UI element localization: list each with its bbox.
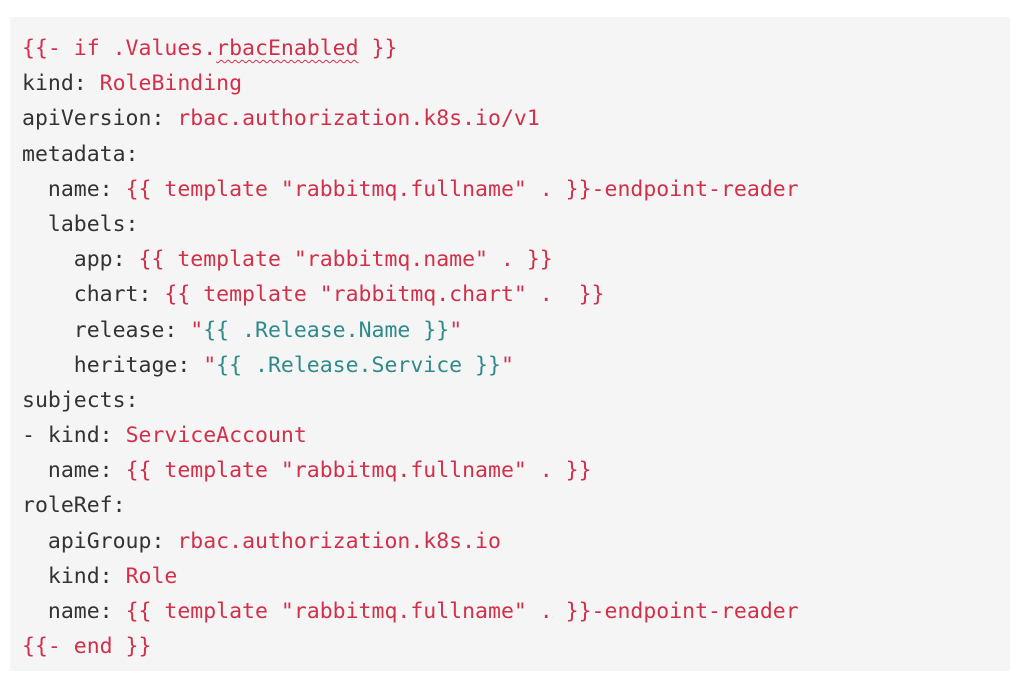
code-token: {{ template "rabbitmq.fullname" . }} xyxy=(125,458,592,484)
code-token: {{ .Release.Name }} xyxy=(203,317,450,343)
code-token: " xyxy=(500,352,514,378)
code-line: chart: {{ template "rabbitmq.chart" . }} xyxy=(22,277,1010,312)
code-line: apiGroup: rbac.authorization.k8s.io xyxy=(22,524,1010,559)
code-token: {{- if .Values. xyxy=(22,36,217,61)
code-token: name: xyxy=(22,599,126,624)
code-token: release: xyxy=(22,317,191,343)
code-token: " xyxy=(203,352,217,378)
code-token: rbac.authorization.k8s.io/v1 xyxy=(177,106,540,132)
code-token: " xyxy=(190,317,204,343)
code-token: Role xyxy=(125,563,178,589)
code-token: }} xyxy=(358,36,398,61)
code-token: heritage: xyxy=(22,352,204,378)
code-token: kind: xyxy=(22,71,100,97)
code-line: name: {{ template "rabbitmq.fullname" . … xyxy=(22,594,1010,629)
code-token: - kind: xyxy=(22,423,126,449)
code-token: app: xyxy=(22,247,139,273)
code-token: {{ template "rabbitmq.name" . }} xyxy=(138,247,553,273)
code-line: name: {{ template "rabbitmq.fullname" . … xyxy=(22,453,1010,488)
code-line: kind: Role xyxy=(22,559,1010,594)
spellcheck-flagged-token: rbacEnabled xyxy=(216,36,359,61)
code-token: {{ .Release.Service }} xyxy=(216,352,501,378)
code-token: labels: xyxy=(22,211,139,237)
code-line: release: "{{ .Release.Name }}" xyxy=(22,313,1010,348)
code-line: roleRef: xyxy=(22,488,1010,523)
code-line: subjects: xyxy=(22,383,1010,418)
code-token: rbac.authorization.k8s.io xyxy=(177,528,501,554)
code-token: metadata: xyxy=(22,141,139,167)
code-token: {{ template "rabbitmq.chart" . }} xyxy=(164,282,605,308)
code-block: {{- if .Values.rbacEnabled }}kind: RoleB… xyxy=(10,17,1010,671)
code-line: metadata: xyxy=(22,137,1010,172)
code-line: name: {{ template "rabbitmq.fullname" . … xyxy=(22,172,1010,207)
code-token: kind: xyxy=(22,563,126,589)
code-line: app: {{ template "rabbitmq.name" . }} xyxy=(22,242,1010,277)
code-token: subjects: xyxy=(22,387,139,413)
code-token: chart: xyxy=(22,282,165,308)
code-line: - kind: ServiceAccount xyxy=(22,418,1010,453)
code-line: {{- end }} xyxy=(22,629,1010,664)
code-token: apiVersion: xyxy=(22,106,178,132)
code-token: apiGroup: xyxy=(22,528,178,554)
code-token: {{- end }} xyxy=(22,634,152,660)
code-token: {{ template "rabbitmq.fullname" . }}-end… xyxy=(125,599,799,624)
code-line: apiVersion: rbac.authorization.k8s.io/v1 xyxy=(22,101,1010,136)
code-token: name: xyxy=(22,458,126,484)
code-token: " xyxy=(449,317,463,343)
code-token: ServiceAccount xyxy=(125,423,307,449)
code-line: heritage: "{{ .Release.Service }}" xyxy=(22,348,1010,383)
code-token: RoleBinding xyxy=(99,71,243,97)
code-line: labels: xyxy=(22,207,1010,242)
code-line: kind: RoleBinding xyxy=(22,66,1010,101)
code-line: {{- if .Values.rbacEnabled }} xyxy=(22,31,1010,66)
code-token: name: xyxy=(22,176,126,202)
code-token: roleRef: xyxy=(22,493,126,519)
code-token: {{ template "rabbitmq.fullname" . }}-end… xyxy=(125,176,799,202)
